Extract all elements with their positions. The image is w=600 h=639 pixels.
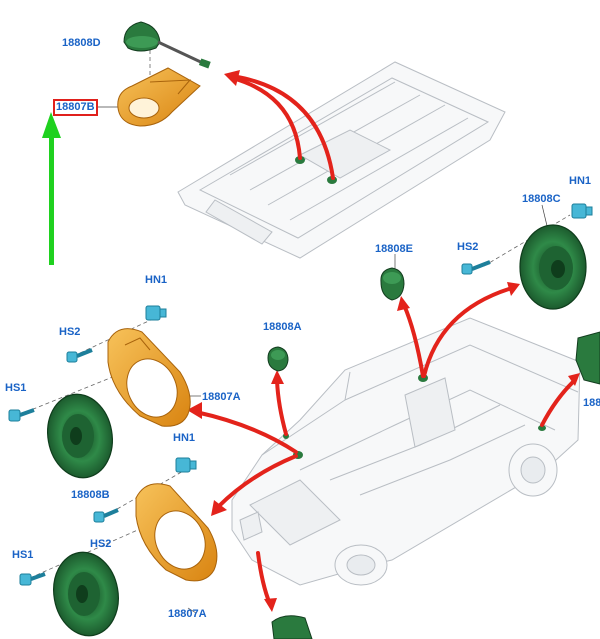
tweeter-18808E bbox=[380, 267, 405, 301]
label-HN1-top: HN1 bbox=[569, 175, 592, 187]
tweeter-18808A bbox=[267, 346, 289, 372]
label-18808D: 18808D bbox=[62, 37, 101, 49]
lower-speaker-partial bbox=[271, 615, 313, 639]
screw-HS2-right bbox=[461, 260, 491, 275]
label-HS2-lower: HS2 bbox=[90, 538, 112, 550]
label-HS1-left: HS1 bbox=[5, 382, 27, 394]
roof-speaker-18808D bbox=[123, 21, 211, 69]
rear-speaker-partial bbox=[575, 331, 600, 385]
speaker-bracket-18807A-lower bbox=[135, 483, 218, 582]
label-18808E: 18808E bbox=[375, 243, 413, 255]
clip-HN1-right bbox=[571, 203, 593, 219]
label-HN1-left: HN1 bbox=[145, 274, 168, 286]
label-HS2-right: HS2 bbox=[457, 241, 479, 253]
label-188-cut: 188 bbox=[583, 397, 600, 409]
label-HS1-lower: HS1 bbox=[12, 549, 34, 561]
roof-bracket-18807B bbox=[117, 67, 201, 127]
speaker-bracket-18807A-upper bbox=[107, 328, 191, 427]
door-speaker-18808C bbox=[519, 224, 587, 310]
label-18808C: 18808C bbox=[522, 193, 561, 205]
green-direction-arrow bbox=[42, 112, 61, 265]
label-18808A: 18808A bbox=[263, 321, 302, 333]
clip-HN1-lower bbox=[175, 457, 197, 473]
label-18807B: 18807B bbox=[53, 99, 98, 116]
screw-HS1-lower bbox=[19, 572, 46, 586]
screw-HS1-upper bbox=[8, 408, 35, 422]
roof-panel bbox=[177, 61, 506, 259]
callout-arrowheads bbox=[187, 70, 580, 612]
label-18807A-upper: 18807A bbox=[202, 391, 241, 403]
van-body bbox=[231, 317, 581, 586]
label-HN1-lower: HN1 bbox=[173, 432, 196, 444]
label-18808B: 18808B bbox=[71, 489, 110, 501]
screw-HS2-upper bbox=[66, 348, 93, 363]
label-HS2-left: HS2 bbox=[59, 326, 81, 338]
label-18807A-lower: 18807A bbox=[168, 608, 207, 620]
speaker-lower-left bbox=[53, 551, 119, 637]
clip-HN1-upper bbox=[145, 305, 167, 321]
speaker-18808B bbox=[47, 393, 113, 479]
screw-HS2-lower bbox=[93, 508, 119, 523]
